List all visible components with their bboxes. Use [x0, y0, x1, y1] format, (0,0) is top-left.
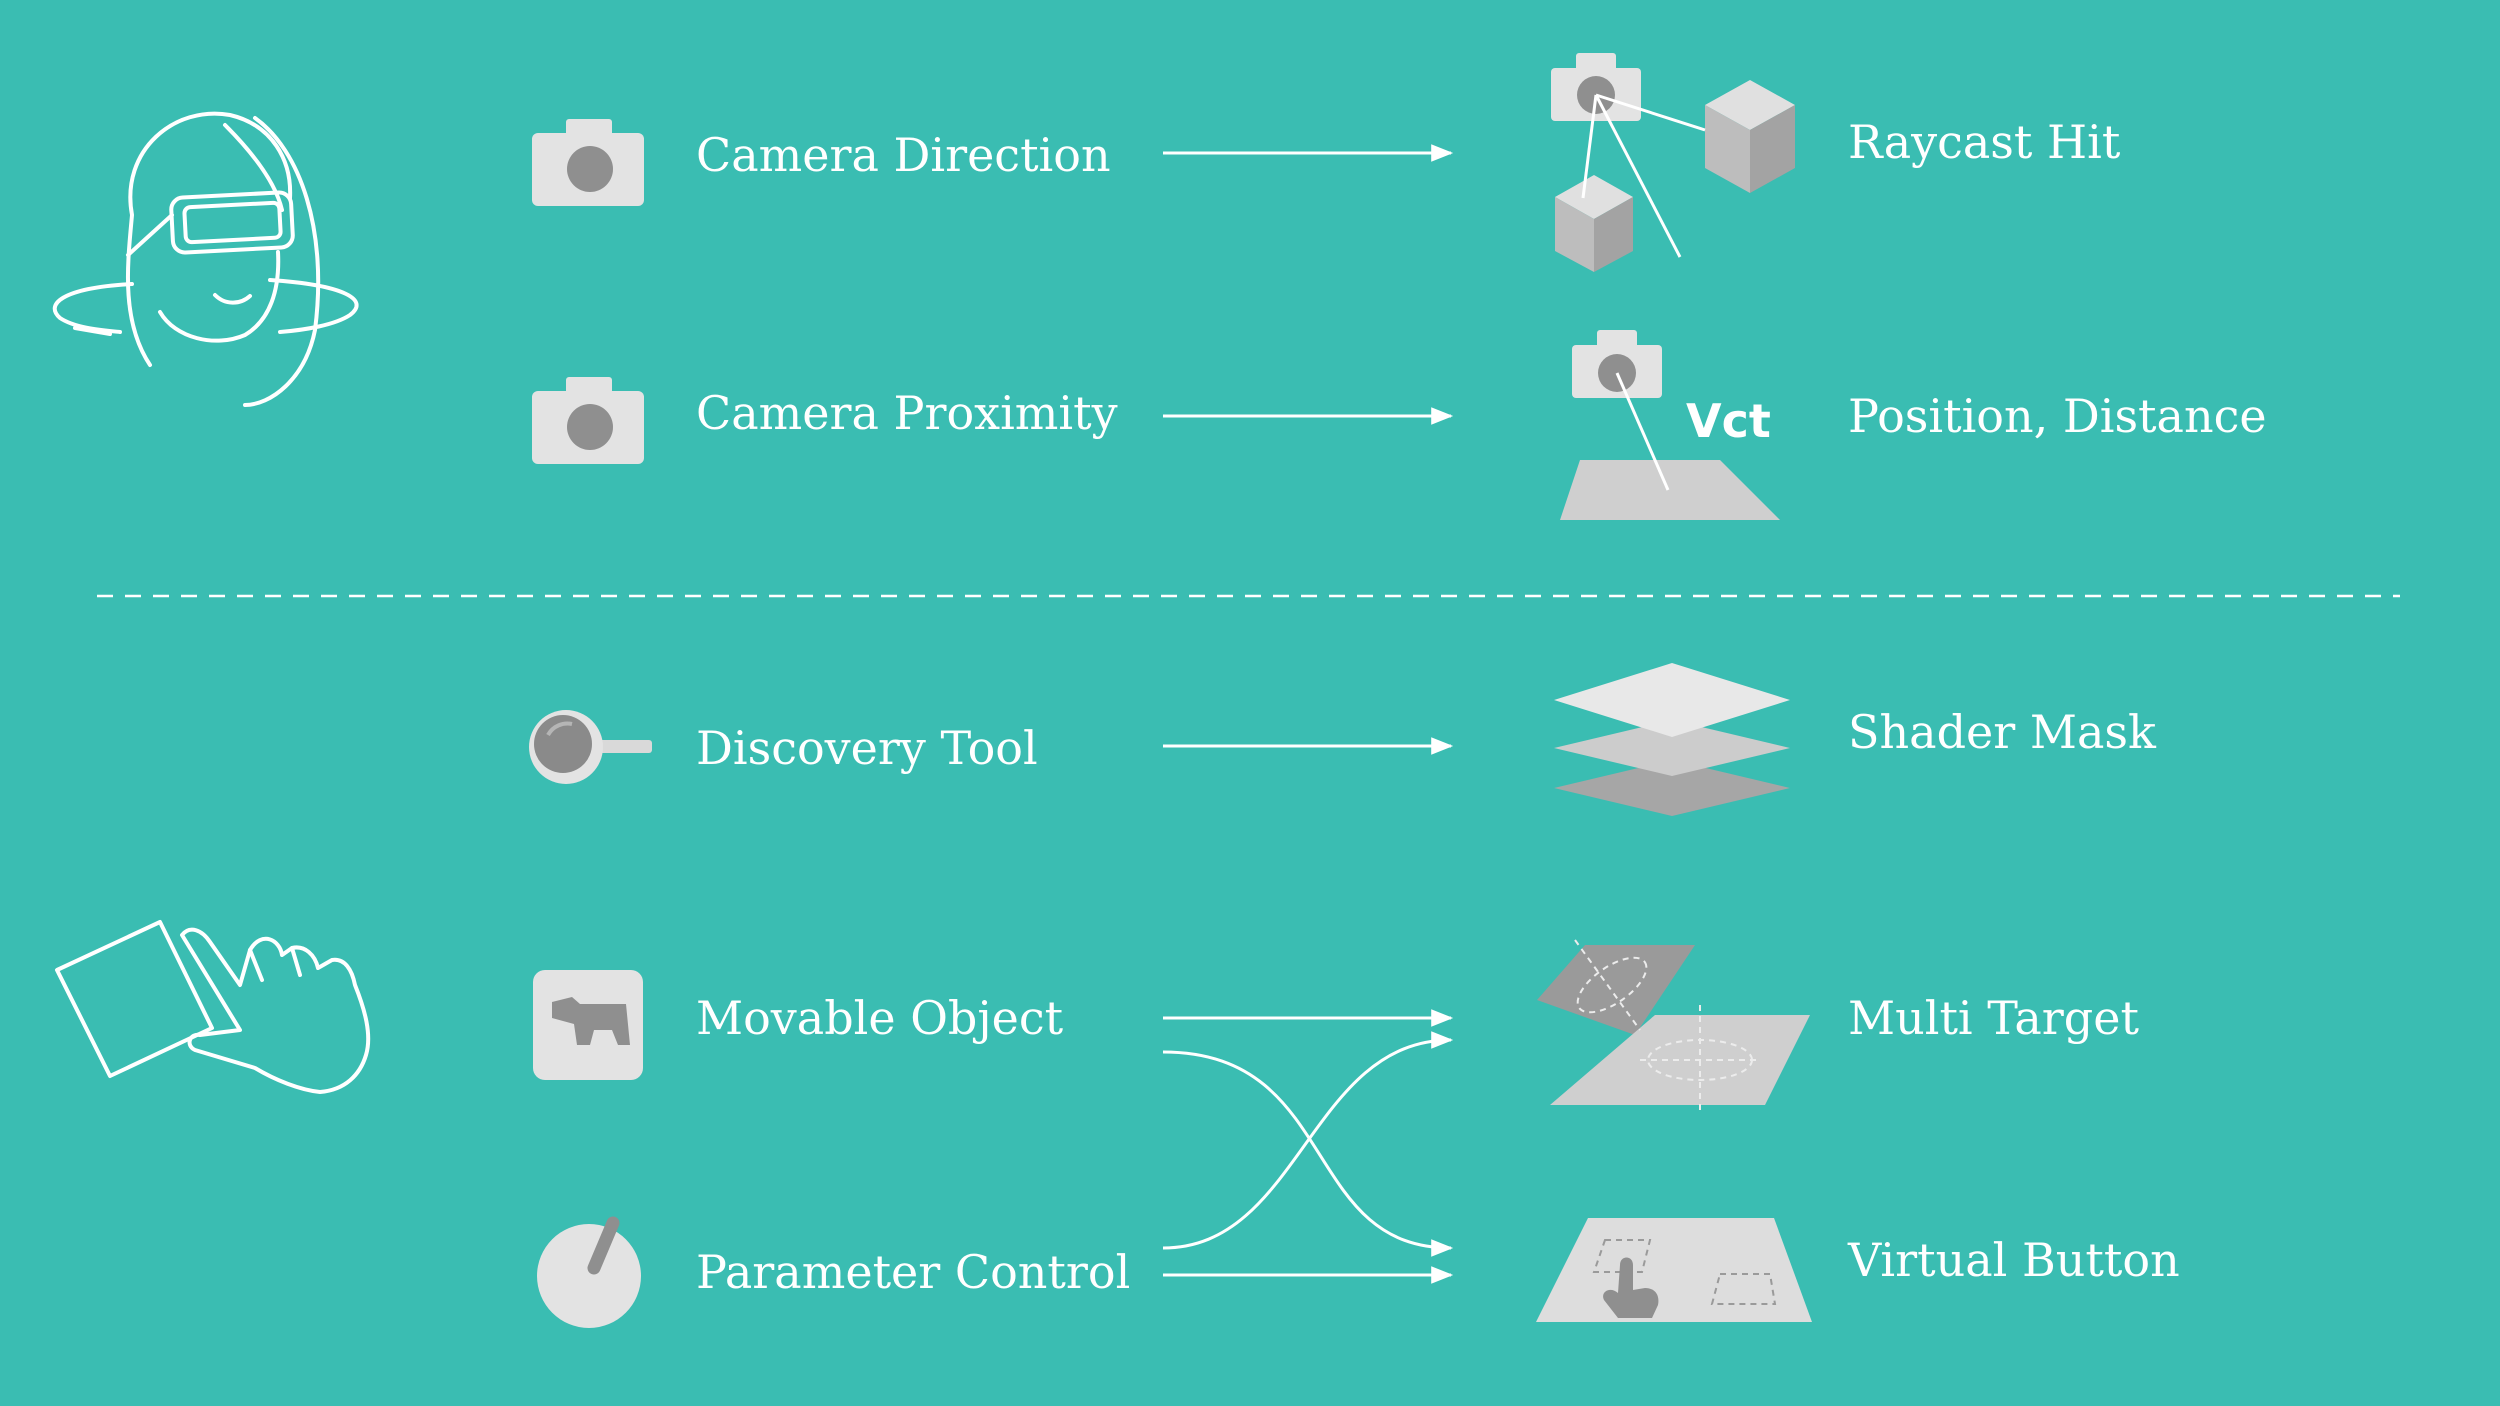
dial-knob-icon: [537, 1216, 641, 1328]
camera-plane-icon: [1560, 330, 1780, 520]
magnifier-icon: [529, 710, 652, 784]
output-label-shader-mask: Shader Mask: [1848, 705, 2156, 759]
animal-tile-icon: [533, 970, 643, 1080]
arrow-parameter-control-multi-target: [1162, 1031, 1454, 1250]
output-label-multi-target: Multi Target: [1848, 991, 2139, 1045]
vr-headset-person-icon: [52, 111, 359, 407]
output-label-virtual-button: Virtual Button: [1848, 1233, 2180, 1287]
multi-target-icon: [1537, 939, 1810, 1110]
input-label-discovery-tool: Discovery Tool: [696, 721, 1038, 775]
input-label-parameter-control: Parameter Control: [696, 1245, 1131, 1299]
output-label-position-distance: Position, Distance: [1848, 389, 2267, 443]
input-label-camera-direction: Camera Direction: [696, 128, 1111, 182]
hand-tablet-icon: [55, 920, 371, 1094]
vector-label: Vct: [1686, 394, 1771, 448]
output-label-raycast-hit: Raycast Hit: [1848, 115, 2121, 169]
input-label-movable-object: Movable Object: [696, 991, 1064, 1045]
raycast-cubes-icon: [1551, 53, 1795, 272]
arrow-movable-object-virtual-button: [1162, 1050, 1454, 1257]
camera-icon: [532, 119, 644, 206]
connector-arrows: [1162, 144, 1454, 1284]
camera-icon: [532, 377, 644, 464]
input-label-camera-proximity: Camera Proximity: [696, 386, 1118, 440]
stacked-layers-icon: [1554, 663, 1790, 816]
virtual-button-icon: [1536, 1218, 1812, 1322]
